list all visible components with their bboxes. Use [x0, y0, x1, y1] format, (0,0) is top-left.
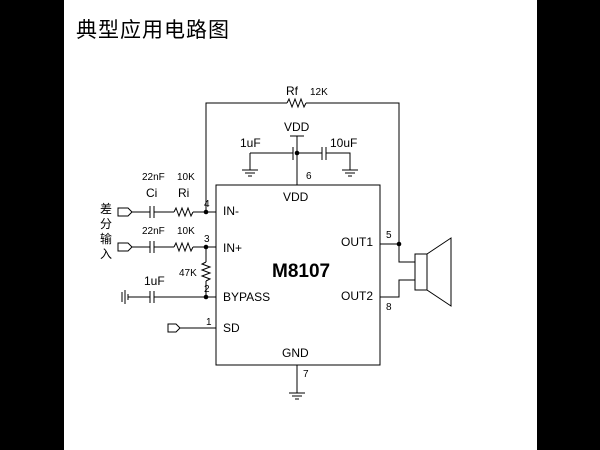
circuit-diagram: M8107 VDD IN- IN+ BYPASS SD GND OUT1 OUT… — [100, 84, 452, 400]
input-connector-minus — [117, 207, 133, 217]
cap-vdd-left-label: 1uF — [240, 136, 261, 150]
ri-label: Ri — [178, 186, 189, 200]
pin-number-sd: 1 — [206, 317, 212, 328]
sd-connector — [167, 323, 181, 333]
svg-text:输: 输 — [100, 231, 112, 246]
pin-label-out2: OUT2 — [341, 289, 373, 303]
vdd-supply-label: VDD — [284, 120, 310, 134]
bypass-resistor-network: 47K — [179, 247, 212, 297]
pin-label-in-minus: IN- — [223, 204, 239, 218]
input-connector-plus — [117, 242, 133, 252]
pin-label-vdd: VDD — [283, 190, 309, 204]
pin-number-in-plus: 3 — [204, 234, 210, 245]
pin-number-gnd: 7 — [303, 369, 309, 380]
rf-value: 12K — [310, 87, 328, 98]
vdd-junction — [294, 150, 300, 156]
svg-text:分: 分 — [100, 217, 112, 231]
bypass-resistor — [200, 261, 212, 282]
ground-vdd-right — [342, 169, 358, 177]
chip-name: M8107 — [272, 261, 330, 282]
gnd-network — [289, 365, 305, 400]
cap-vdd-right-label: 10uF — [330, 136, 357, 150]
output-network — [380, 241, 415, 298]
in-minus-junction — [203, 209, 209, 215]
bypass-cap-value: 1uF — [144, 274, 165, 288]
in-plus-network: 22nF 10K — [117, 226, 216, 253]
vdd-network: VDD 1uF 10uF — [240, 120, 357, 185]
bypass-network: 1uF — [121, 274, 216, 304]
content-panel: 典型应用电路图 M8107 VDD IN- IN+ BYPASS SD GND … — [64, 0, 537, 450]
pin-number-in-minus: 4 — [204, 199, 210, 210]
sd-network — [167, 323, 216, 333]
bypass-junction — [203, 294, 209, 300]
pin-number-bypass: 2 — [204, 284, 210, 295]
chip-body — [215, 184, 381, 366]
ri-value: 10K — [177, 172, 195, 183]
ri-resistor — [173, 206, 194, 218]
pin-label-sd: SD — [223, 321, 240, 335]
pin-number-vdd: 6 — [306, 171, 312, 182]
svg-text:差: 差 — [100, 202, 112, 216]
pin-label-gnd: GND — [282, 346, 309, 360]
svg-text:入: 入 — [100, 247, 112, 261]
pin-label-bypass: BYPASS — [223, 290, 270, 304]
pin-label-in-plus: IN+ — [223, 241, 242, 255]
in-plus-resistor — [173, 241, 194, 253]
speaker-icon — [414, 237, 452, 307]
pin-label-out1: OUT1 — [341, 235, 373, 249]
rf-label: Rf — [286, 84, 299, 98]
ci-label: Ci — [146, 186, 157, 200]
differential-input-label: 差 分 输 入 — [100, 202, 112, 261]
rf-resistor — [286, 97, 307, 109]
in-plus-cap-value: 22nF — [142, 226, 165, 237]
page-title: 典型应用电路图 — [76, 18, 230, 42]
ground-vdd-left — [242, 169, 258, 177]
bypass-resistor-value: 47K — [179, 268, 197, 279]
pin-number-out2: 8 — [386, 302, 392, 313]
pin-number-out1: 5 — [386, 230, 392, 241]
ci-value: 22nF — [142, 172, 165, 183]
in-plus-res-value: 10K — [177, 226, 195, 237]
in-minus-network: 22nF Ci 10K Ri — [117, 172, 216, 218]
feedback-network: Rf 12K — [205, 84, 400, 244]
